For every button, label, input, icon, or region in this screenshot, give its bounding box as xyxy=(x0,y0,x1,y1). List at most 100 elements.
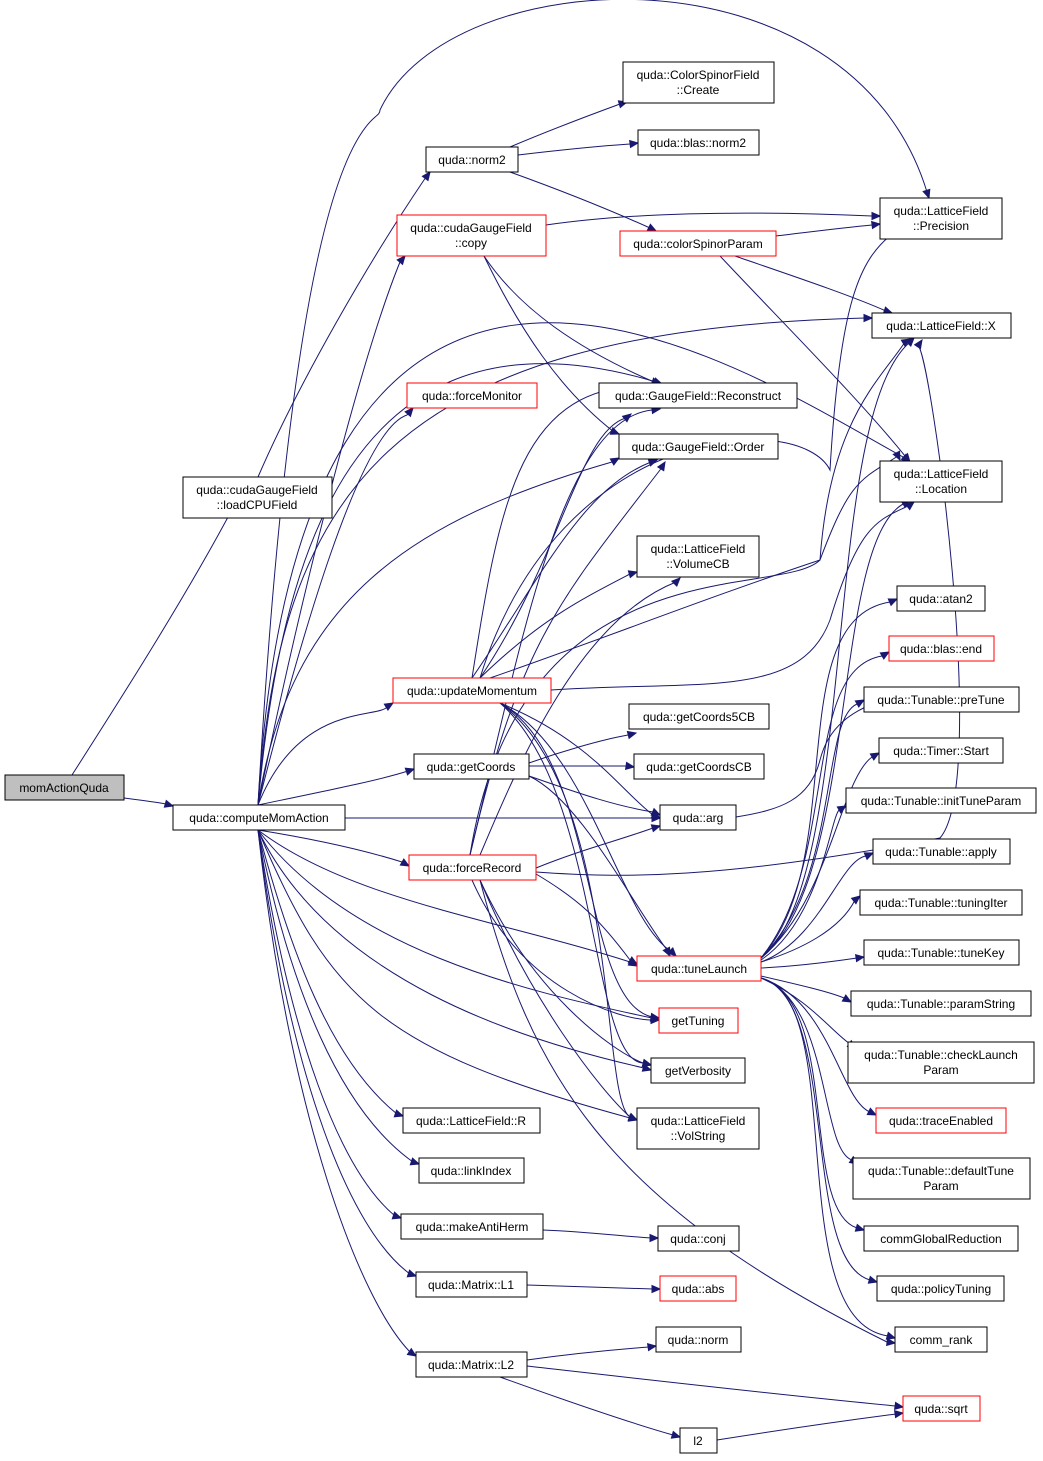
node-abs[interactable]: quda::abs xyxy=(659,1275,737,1302)
node-norm[interactable]: quda::norm xyxy=(655,1326,742,1353)
call-edge xyxy=(257,171,431,478)
node-label: quda::Tunable::paramString xyxy=(867,997,1015,1011)
node-label: getTuning xyxy=(672,1014,725,1028)
node-commGlobalReduction[interactable]: commGlobalReduction xyxy=(863,1225,1019,1252)
call-edge xyxy=(528,732,637,764)
node-label: quda::LatticeField xyxy=(651,542,746,556)
node-traceEnabled[interactable]: quda::traceEnabled xyxy=(875,1107,1007,1134)
node-updateMomentum[interactable]: quda::updateMomentum xyxy=(392,677,552,704)
node-getCoords5CB[interactable]: quda::getCoords5CB xyxy=(628,703,770,730)
call-edge xyxy=(257,768,415,806)
node-getCoords[interactable]: quda::getCoords xyxy=(413,753,530,780)
node-loadCPUField[interactable]: quda::cudaGaugeField ::loadCPUField xyxy=(182,476,333,519)
node-initTuneParam[interactable]: quda::Tunable::initTuneParam xyxy=(845,787,1037,814)
call-edge xyxy=(257,829,417,1357)
call-edge xyxy=(71,493,241,776)
node-tuningIter[interactable]: quda::Tunable::tuningIter xyxy=(859,889,1023,916)
call-edge xyxy=(760,956,865,969)
node-defaultTuneParam[interactable]: quda::Tunable::defaultTune Param xyxy=(852,1157,1031,1200)
node-conj[interactable]: quda::conj xyxy=(657,1225,740,1252)
node-tuneKey[interactable]: quda::Tunable::tuneKey xyxy=(863,939,1020,966)
arrowhead xyxy=(670,1430,682,1439)
arrowhead xyxy=(404,767,416,776)
call-edge xyxy=(509,171,657,232)
node-norm2[interactable]: quda::norm2 xyxy=(425,146,519,173)
arrowhead xyxy=(626,730,638,740)
node-matrixL2[interactable]: quda::Matrix::L2 xyxy=(415,1351,528,1378)
node-lf-volumecb[interactable]: quda::LatticeField ::VolumeCB xyxy=(636,535,760,578)
call-edge xyxy=(499,702,661,819)
arrowhead xyxy=(406,1347,418,1357)
node-label: quda::norm2 xyxy=(438,153,506,167)
node-gf-reconstruct[interactable]: quda::GaugeField::Reconstruct xyxy=(598,382,798,409)
arrowhead xyxy=(627,956,639,965)
node-paramString[interactable]: quda::Tunable::paramString xyxy=(850,990,1032,1017)
node-atan2[interactable]: quda::atan2 xyxy=(896,585,986,612)
node-label: ::VolString xyxy=(671,1129,726,1143)
call-edge xyxy=(535,339,961,876)
call-edge xyxy=(257,829,417,1277)
node-tuneLaunch[interactable]: quda::tuneLaunch xyxy=(636,955,762,982)
node-lf-x[interactable]: quda::LatticeField::X xyxy=(871,312,1012,339)
node-label: ::Create xyxy=(677,83,720,97)
arrowhead xyxy=(404,407,414,418)
arrowhead xyxy=(393,1109,405,1118)
arrowhead xyxy=(863,313,874,323)
node-computeMomAction[interactable]: quda::computeMomAction xyxy=(172,804,346,831)
node-checkLaunchParam[interactable]: quda::Tunable::checkLaunch Param xyxy=(847,1041,1035,1084)
node-linkIndex[interactable]: quda::linkIndex xyxy=(418,1157,525,1184)
node-gf-order[interactable]: quda::GaugeField::Order xyxy=(618,433,779,460)
node-cgf-copy[interactable]: quda::cudaGaugeField ::copy xyxy=(396,214,547,257)
node-comm-rank[interactable]: comm_rank xyxy=(894,1326,988,1353)
node-preTune[interactable]: quda::Tunable::preTune xyxy=(863,686,1020,713)
node-label: quda::GaugeField::Reconstruct xyxy=(615,389,782,403)
arrowhead xyxy=(867,1275,879,1284)
node-label: quda::Tunable::tuningIter xyxy=(875,896,1008,910)
node-colorSpinorParam[interactable]: quda::colorSpinorParam xyxy=(619,230,777,257)
node-getCoordsCB[interactable]: quda::getCoordsCB xyxy=(633,753,765,780)
node-label: quda::policyTuning xyxy=(891,1282,991,1296)
call-edge xyxy=(760,975,852,1003)
arrowhead xyxy=(886,1337,897,1347)
node-apply[interactable]: quda::Tunable::apply xyxy=(872,838,1011,865)
node-label: ::Precision xyxy=(913,219,969,233)
node-lf-location[interactable]: quda::LatticeField ::Location xyxy=(879,460,1003,503)
node-makeAntiHerm[interactable]: quda::makeAntiHerm xyxy=(400,1213,544,1240)
node-lf-precision[interactable]: quda::LatticeField ::Precision xyxy=(879,197,1003,240)
node-label: quda::abs xyxy=(672,1282,725,1296)
node-timer-start[interactable]: quda::Timer::Start xyxy=(878,737,1004,764)
arrowhead xyxy=(421,171,431,182)
call-edge xyxy=(550,501,915,691)
node-lf-volstring[interactable]: quda::LatticeField ::VolString xyxy=(636,1107,760,1150)
node-blas-norm2[interactable]: quda::blas::norm2 xyxy=(637,129,760,156)
node-getTuning[interactable]: getTuning xyxy=(658,1007,739,1034)
call-edge xyxy=(479,230,898,679)
node-forceMonitor[interactable]: quda::forceMonitor xyxy=(406,382,538,409)
node-sqrt[interactable]: quda::sqrt xyxy=(902,1395,981,1422)
node-forceRecord[interactable]: quda::forceRecord xyxy=(408,854,537,881)
node-getVerbosity[interactable]: getVerbosity xyxy=(650,1057,746,1084)
call-edge xyxy=(469,461,666,856)
arrowhead xyxy=(854,1223,866,1232)
call-edge xyxy=(735,699,881,818)
node-label: quda::computeMomAction xyxy=(189,811,328,825)
node-arg[interactable]: quda::arg xyxy=(659,804,737,831)
call-edge xyxy=(257,829,402,1219)
call-edge xyxy=(542,1229,658,1239)
node-policyTuning[interactable]: quda::policyTuning xyxy=(876,1275,1005,1302)
node-matrixL1[interactable]: quda::Matrix::L1 xyxy=(415,1271,528,1298)
node-lf-r[interactable]: quda::LatticeField::R xyxy=(402,1107,541,1134)
call-edge xyxy=(760,337,915,959)
node-momActionQuda[interactable]: momActionQuda xyxy=(4,774,125,801)
call-edge xyxy=(499,1376,681,1438)
node-l2[interactable]: l2 xyxy=(679,1427,718,1454)
arrowhead xyxy=(879,651,891,660)
call-edge xyxy=(257,829,638,967)
node-csf-create[interactable]: quda::ColorSpinorField ::Create xyxy=(622,61,775,104)
arrowhead xyxy=(649,1233,660,1243)
call-edge xyxy=(760,651,890,959)
arrowhead xyxy=(383,702,395,712)
node-label: ::copy xyxy=(455,236,487,250)
node-blas-end[interactable]: quda::blas::end xyxy=(888,635,995,662)
node-label: quda::cudaGaugeField xyxy=(196,483,317,497)
